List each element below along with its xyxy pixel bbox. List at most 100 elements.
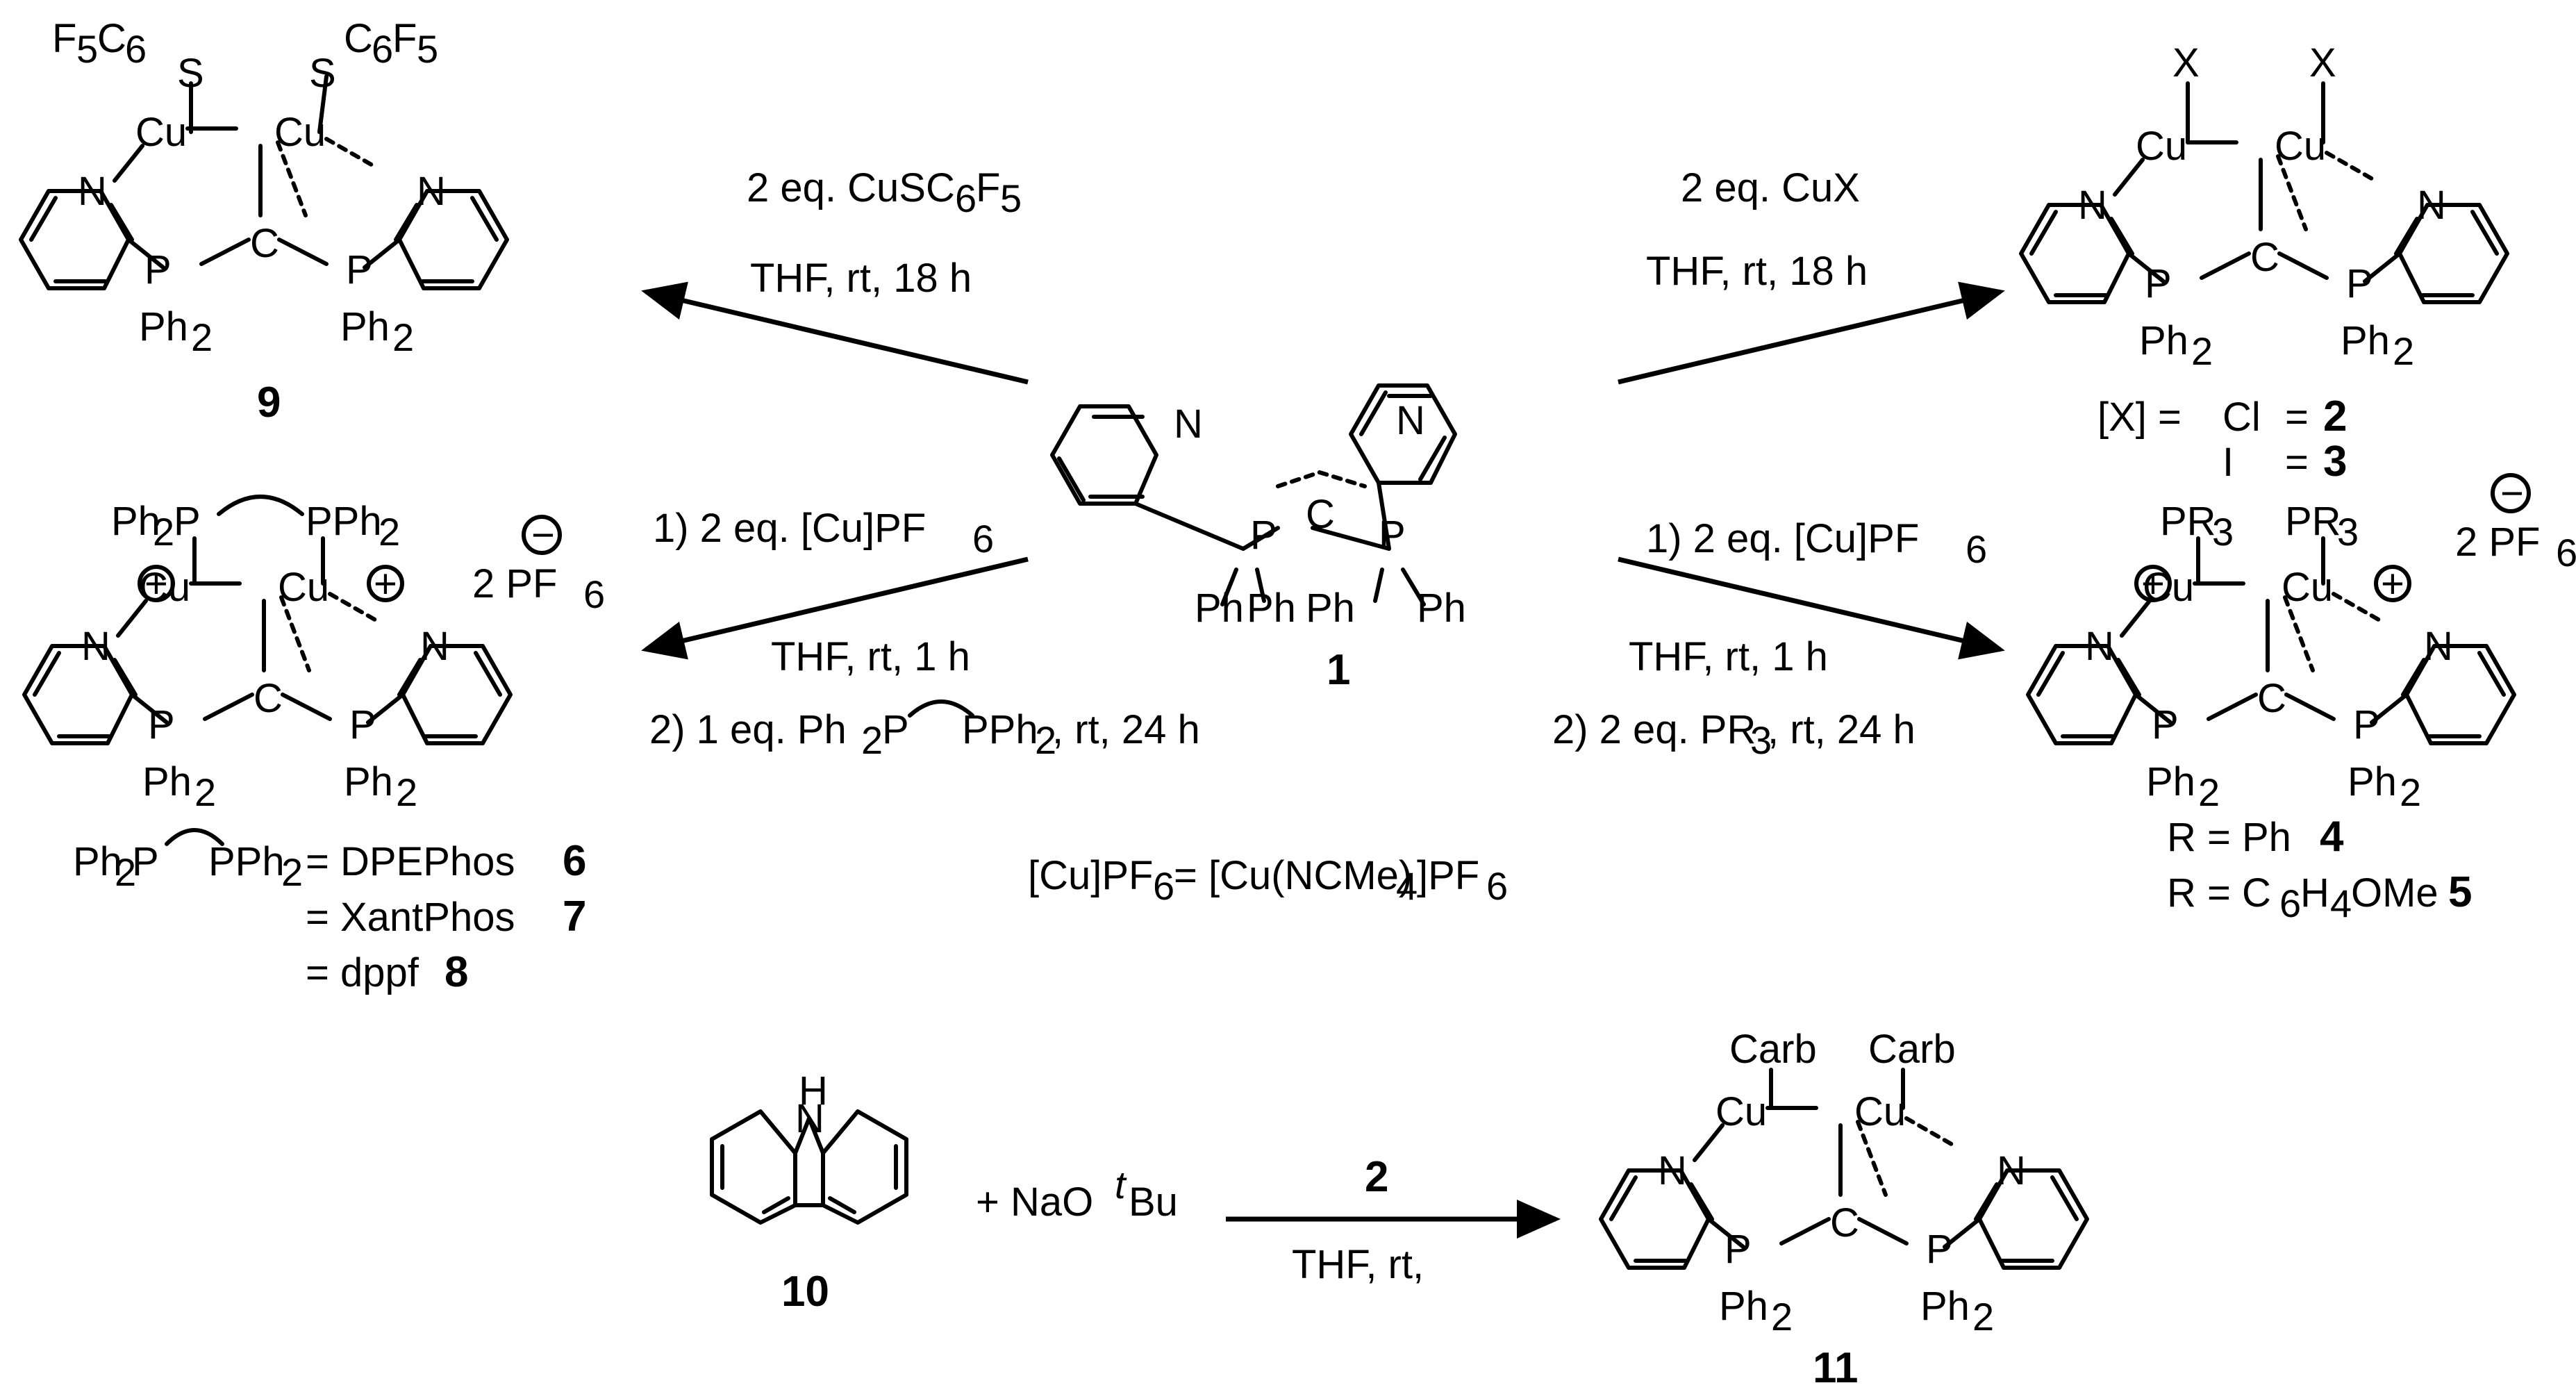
legend-r-ph: R = Ph [2167, 815, 2291, 860]
legend-cl: Cl [2222, 395, 2261, 440]
subscript: 3 [2212, 510, 2234, 554]
charge-plus: + [374, 561, 397, 606]
cupf6-def: ]PF [1417, 853, 1479, 898]
reagent-naotbu: Bu [1129, 1179, 1178, 1225]
compound-label-11: 11 [1813, 1344, 1859, 1392]
atom-ph: Ph [111, 499, 160, 544]
legend-eq: = [2285, 440, 2309, 485]
legend-h: H [2300, 870, 2329, 916]
cond-bottom-reagent: 2 [1365, 1153, 1388, 1201]
subscript: 2 [153, 510, 174, 554]
subscript: 6 [372, 27, 393, 71]
phenyl-label: Ph [1195, 586, 1244, 631]
cond-mr-solvent: THF, rt, 1 h [1629, 634, 1828, 679]
subscript: 2 [115, 850, 136, 894]
atom-p: P [1379, 513, 1406, 558]
atom-pr: PR [2285, 499, 2341, 544]
cond-tr-solvent: THF, rt, 18 h [1646, 249, 1868, 294]
compound-label-1: 1 [1327, 646, 1350, 694]
subscript: 6 [583, 572, 605, 616]
charge-plus: + [144, 561, 168, 606]
cond-ml-solvent: THF, rt, 1 h [771, 634, 970, 679]
atom-x: X [2309, 40, 2336, 85]
cond-ml-step2: PPh [962, 707, 1038, 752]
compound-2-3-structure [2021, 81, 2507, 373]
cond-mr-step2: 2) 2 eq. PR [1552, 707, 1756, 752]
atom-pph: PPh [208, 839, 285, 884]
legend-dpephos: = DPEPhos [306, 839, 515, 884]
legend-x: [X] = [2097, 395, 2182, 440]
compound-label-8: 8 [444, 948, 468, 996]
atom-h: H [799, 1068, 828, 1114]
legend-dppf: = dppf [306, 950, 419, 995]
atom-carb: Carb [1868, 1027, 1956, 1072]
subscript: 5 [1000, 176, 1022, 220]
phenyl-label: Ph [1417, 586, 1466, 631]
subscript: 4 [1396, 864, 1418, 908]
atom-s: S [309, 51, 336, 96]
subscript: 3 [2337, 510, 2359, 554]
subscript: 2 [861, 718, 883, 762]
compound-1-ligand [1050, 383, 1457, 606]
charge-plus: + [2141, 561, 2165, 606]
atom-p: P [882, 707, 909, 752]
subscript: 6 [2556, 531, 2576, 574]
compound-label-3: 3 [2323, 438, 2347, 486]
subscript: 6 [972, 517, 994, 561]
cond-mr-step2: , rt, 24 h [1768, 707, 1916, 752]
atom-c: C [344, 16, 373, 61]
arrow-to-4-5 [1618, 556, 2005, 660]
charge-plus: + [2381, 561, 2404, 606]
legend-ome: OMe [2351, 870, 2438, 916]
atom-carb: Carb [1729, 1027, 1817, 1072]
legend-r-anisyl: R = C [2167, 870, 2271, 916]
subscript: 5 [76, 27, 98, 71]
subscript: 6 [1153, 864, 1174, 908]
legend-xantphos: = XantPhos [306, 895, 515, 940]
subscript: 6 [125, 27, 147, 71]
atom-p: P [174, 499, 201, 544]
subscript: 2 [379, 510, 400, 554]
cupf6-def: = [Cu(NCMe) [1174, 853, 1412, 898]
cupf6-def: [Cu]PF [1028, 853, 1154, 898]
tert-prefix: t [1115, 1163, 1127, 1207]
atom-n: N [795, 1096, 824, 1141]
cond-ml-step2: , rt, 24 h [1052, 707, 1200, 752]
compound-label-6: 6 [563, 837, 586, 885]
atom-c: C [97, 16, 126, 61]
atom-f: F [976, 165, 1000, 210]
subscript: 5 [417, 27, 438, 71]
compound-label-2: 2 [2323, 392, 2347, 440]
atom-x: X [2172, 40, 2200, 85]
charge-minus: − [531, 513, 555, 558]
compound-9-structure [21, 74, 507, 359]
atom-ph: Ph [73, 839, 122, 884]
subscript: 4 [2330, 881, 2352, 925]
arrow-to-2-3 [1618, 281, 2005, 385]
compound-label-7: 7 [563, 893, 586, 941]
atom-p: P [1250, 513, 1277, 558]
pf6-count: 2 PF [472, 561, 558, 606]
atom-n: N [1174, 402, 1203, 447]
compound-label-10: 10 [781, 1268, 829, 1316]
atom-s: S [177, 51, 204, 96]
cond-tr-reagent: 2 eq. CuX [1681, 165, 1860, 210]
atom-n: N [1396, 398, 1425, 443]
subscript: 2 [1035, 718, 1056, 762]
pf6-count: 2 PF [2455, 520, 2541, 565]
cond-ml-step1: 1) 2 eq. [Cu]PF [653, 506, 926, 551]
compound-label-9: 9 [257, 379, 281, 427]
legend-eq: = [2285, 395, 2309, 440]
subscript: 6 [2279, 881, 2301, 925]
atom-c: C [1306, 492, 1335, 537]
compound-10-carbazole [710, 1109, 908, 1225]
compound-6-8-structure [24, 495, 510, 814]
atom-pr: PR [2160, 499, 2216, 544]
atom-p: P [132, 839, 159, 884]
subscript: 2 [281, 850, 303, 894]
atom-f: F [52, 16, 76, 61]
compound-label-4: 4 [2320, 813, 2344, 861]
subscript: 3 [1750, 718, 1772, 762]
cond-ml-step2: 2) 1 eq. Ph [649, 707, 847, 752]
